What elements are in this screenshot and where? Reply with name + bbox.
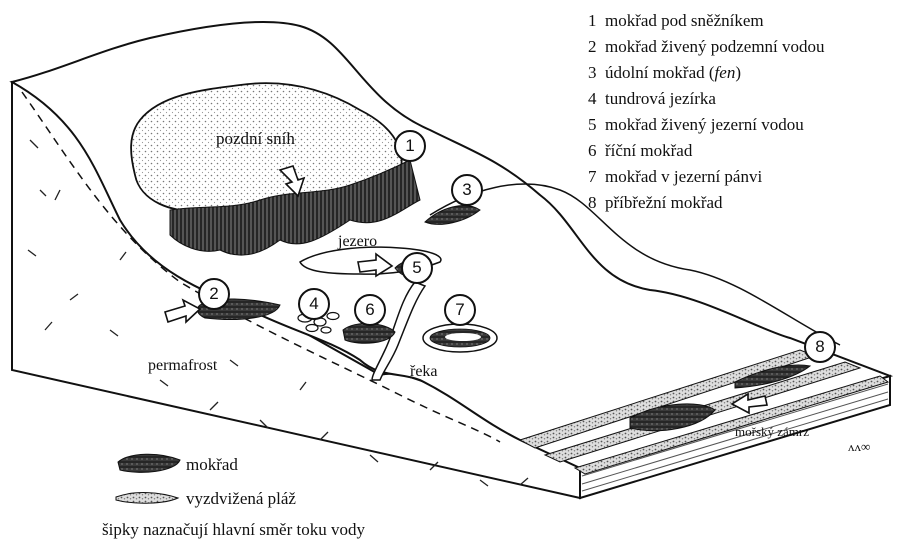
legend-text: příbřežní mokřad: [605, 193, 723, 212]
marker-4: 4: [298, 288, 330, 320]
label-sea-ice: mořský zámrz: [735, 425, 809, 438]
marker-7: 7: [444, 294, 476, 326]
key-wetland-label: mokřad: [186, 456, 238, 473]
legend-item-1: 1 mokřad pod sněžníkem: [588, 12, 764, 29]
label-river: řeka: [410, 364, 438, 380]
wetland-7: [423, 324, 497, 352]
marker-8: 8: [804, 331, 836, 363]
legend-text: říční mokřad: [605, 141, 692, 160]
legend-item-2: 2 mokřad živený podzemní vodou: [588, 38, 825, 55]
legend-text: údolní mokřad (: [605, 63, 715, 82]
legend-item-8: 8 příbřežní mokřad: [588, 194, 723, 211]
marker-5: 5: [401, 252, 433, 284]
signature: ᴧᴧ∞: [848, 440, 870, 453]
legend-number: 3: [588, 63, 597, 82]
legend-number: 4: [588, 89, 597, 108]
marker-3: 3: [451, 174, 483, 206]
label-lake: jezero: [338, 234, 377, 250]
legend-text: mokřad živený jezerní vodou: [605, 115, 804, 134]
label-late-snow: pozdní sníh: [216, 130, 295, 147]
legend-text: mokřad v jezerní pánvi: [605, 167, 762, 186]
marker-2: 2: [198, 278, 230, 310]
legend-number: 5: [588, 115, 597, 134]
marker-6: 6: [354, 294, 386, 326]
key-arrows-note: šipky naznačují hlavní směr toku vody: [102, 521, 365, 538]
marker-1: 1: [394, 130, 426, 162]
legend-item-4: 4 tundrová jezírka: [588, 90, 716, 107]
legend-text-italic: fen: [715, 63, 736, 82]
legend-number: 7: [588, 167, 597, 186]
key-wetland-swatch: [118, 454, 180, 472]
legend-text: tundrová jezírka: [605, 89, 716, 108]
legend-text: mokřad pod sněžníkem: [605, 11, 764, 30]
key-beach-swatch: [116, 493, 178, 504]
label-permafrost: permafrost: [148, 358, 217, 374]
legend-item-3: 3 údolní mokřad (fen): [588, 64, 741, 81]
key-beach-label: vyzdvižená pláž: [186, 490, 296, 507]
legend-number: 6: [588, 141, 597, 160]
legend-item-7: 7 mokřad v jezerní pánvi: [588, 168, 762, 185]
legend-number: 2: [588, 37, 597, 56]
legend-number: 1: [588, 11, 597, 30]
legend-item-5: 5 mokřad živený jezerní vodou: [588, 116, 804, 133]
legend-text-after: ): [735, 63, 741, 82]
legend-number: 8: [588, 193, 597, 212]
legend-text: mokřad živený podzemní vodou: [605, 37, 825, 56]
legend-item-6: 6 říční mokřad: [588, 142, 692, 159]
